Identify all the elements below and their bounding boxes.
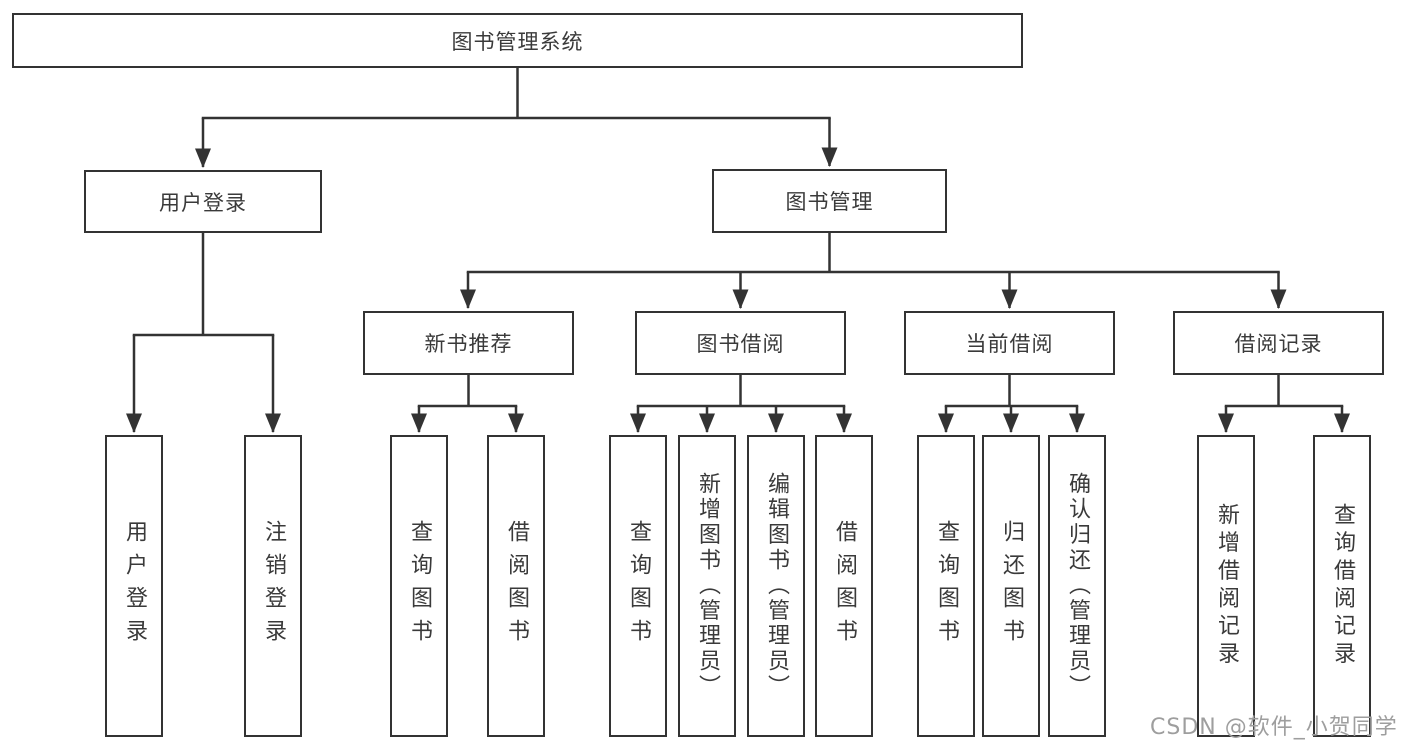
leaf-user-login-label: 用户登录 [122,520,147,652]
leaf-logout: 注销登录 [244,435,302,737]
leaf-user-login: 用户登录 [105,435,163,737]
node-borrow-records-label: 借阅记录 [1234,332,1323,356]
leaf-newbooks-query-label: 查询图书 [407,520,432,652]
node-root: 图书管理系统 [12,13,1023,68]
leaf-borrow-add-admin-label: 新增图书（管理员） [695,472,720,700]
leaf-newbooks-query: 查询图书 [390,435,448,737]
leaf-records-add: 新增借阅记录 [1197,435,1255,737]
leaf-borrow-book: 借阅图书 [815,435,873,737]
leaf-current-confirm-admin: 确认归还（管理员） [1048,435,1106,737]
leaf-borrow-edit-admin: 编辑图书（管理员） [747,435,805,737]
node-new-book-recommend: 新书推荐 [363,311,574,375]
node-borrow-records: 借阅记录 [1173,311,1384,375]
leaf-current-return-label: 归还图书 [999,520,1024,652]
node-user-login: 用户登录 [84,170,322,233]
leaf-borrow-query-label: 查询图书 [626,520,651,652]
node-user-login-label: 用户登录 [159,190,247,215]
node-root-label: 图书管理系统 [451,29,584,54]
leaf-current-query: 查询图书 [917,435,975,737]
node-book-borrowing: 图书借阅 [635,311,846,375]
node-current-borrowing: 当前借阅 [904,311,1115,375]
csdn-watermark: CSDN @软件_小贺同学 [1150,715,1398,740]
leaf-records-add-label: 新增借阅记录 [1214,502,1239,670]
leaf-borrow-book-label: 借阅图书 [832,520,857,652]
leaf-newbooks-borrow-label: 借阅图书 [504,520,529,652]
node-book-borrowing-label: 图书借阅 [696,332,785,356]
leaf-current-return: 归还图书 [982,435,1040,737]
leaf-borrow-edit-admin-label: 编辑图书（管理员） [764,472,789,700]
leaf-records-query: 查询借阅记录 [1313,435,1371,737]
leaf-logout-label: 注销登录 [261,520,286,652]
leaf-records-query-label: 查询借阅记录 [1330,502,1355,670]
node-book-management: 图书管理 [712,169,947,233]
node-new-book-recommend-label: 新书推荐 [424,332,513,356]
leaf-borrow-add-admin: 新增图书（管理员） [678,435,736,737]
node-book-management-label: 图书管理 [785,190,874,214]
leaf-newbooks-borrow: 借阅图书 [487,435,545,737]
node-current-borrowing-label: 当前借阅 [965,332,1054,356]
leaf-current-confirm-admin-label: 确认归还（管理员） [1065,472,1090,700]
leaf-current-query-label: 查询图书 [934,520,959,652]
leaf-borrow-query: 查询图书 [609,435,667,737]
